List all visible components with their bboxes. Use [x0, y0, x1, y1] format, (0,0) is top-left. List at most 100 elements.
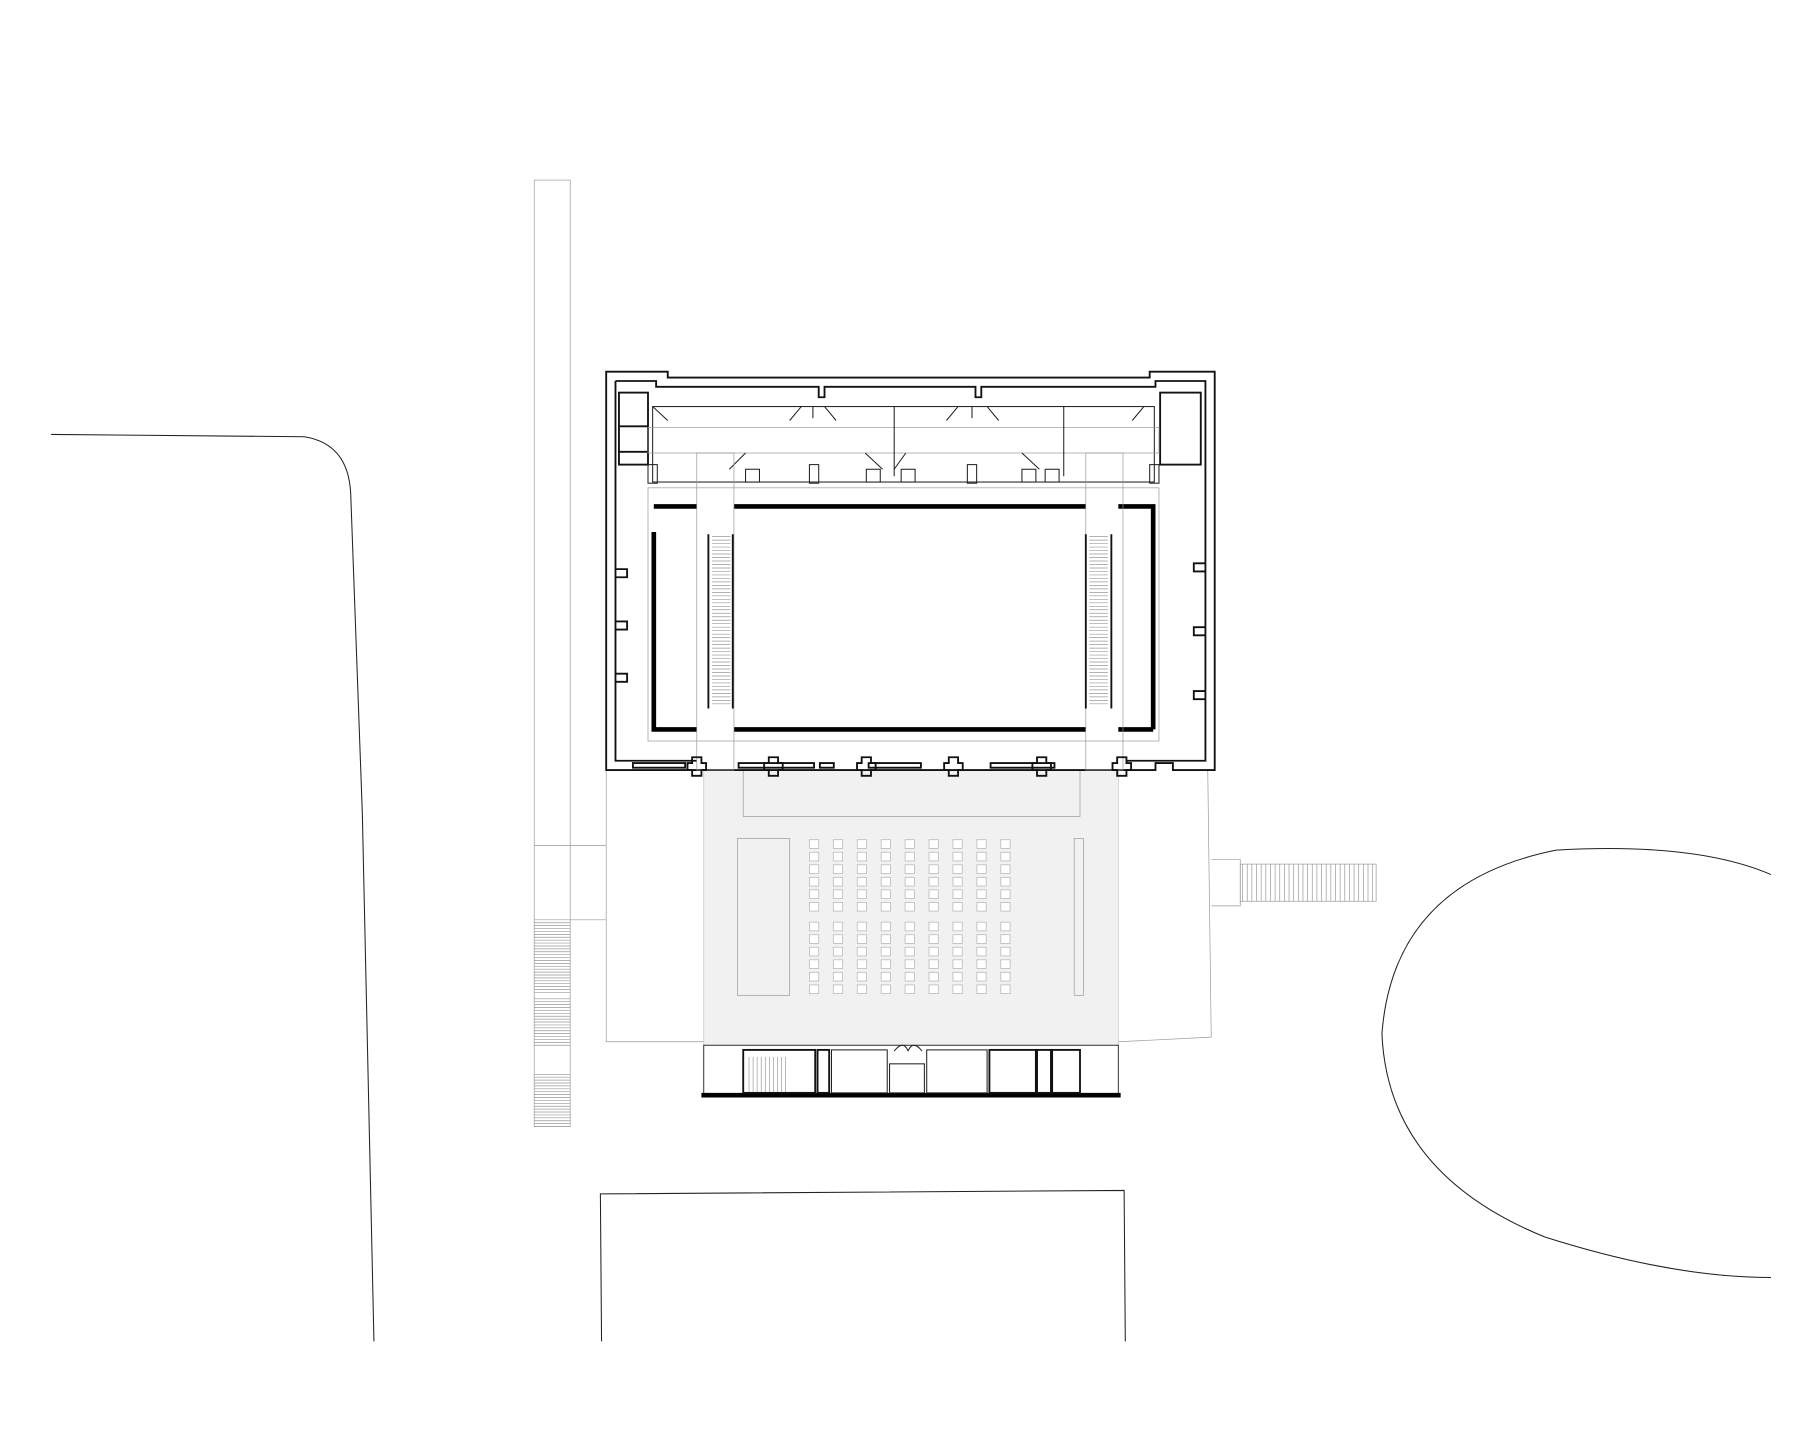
seat [832, 971, 844, 982]
seat [904, 934, 915, 944]
road-edge-left [51, 433, 375, 1342]
seat [1000, 864, 1011, 874]
seat [952, 934, 963, 944]
seat [832, 851, 844, 862]
seat [928, 876, 939, 887]
main-building [605, 370, 1216, 777]
seat [1000, 876, 1011, 887]
seat [1000, 971, 1011, 982]
seat [832, 889, 844, 899]
seat [832, 921, 844, 932]
seat [880, 876, 891, 887]
lower-hall [605, 769, 1212, 1046]
seat [856, 984, 867, 994]
seat [928, 984, 939, 994]
seat [952, 889, 963, 899]
seat [809, 876, 820, 887]
entrance-door-icon [893, 1044, 923, 1052]
seat [976, 864, 987, 874]
seat [856, 921, 867, 932]
seat [928, 864, 939, 874]
seat [904, 971, 915, 982]
seat [1000, 921, 1011, 932]
seat [880, 921, 891, 932]
seat [976, 851, 987, 862]
seat [809, 851, 820, 862]
seat [809, 889, 820, 899]
seat [1000, 959, 1011, 969]
seat [952, 921, 963, 932]
seat [880, 971, 891, 982]
seat [809, 971, 820, 982]
seat [809, 902, 820, 912]
seat [832, 839, 844, 849]
seat [976, 839, 987, 849]
seat [904, 946, 915, 957]
seat [856, 839, 867, 849]
seat [809, 921, 820, 932]
seat [880, 934, 891, 944]
seat [856, 902, 867, 912]
seat [832, 959, 844, 969]
seat [928, 839, 939, 849]
seat [880, 839, 891, 849]
seat [1000, 889, 1011, 899]
seat [952, 902, 963, 912]
seat [976, 971, 987, 982]
seat [952, 946, 963, 957]
seat [952, 959, 963, 969]
seat [809, 959, 820, 969]
seat [952, 851, 963, 862]
seat [880, 984, 891, 994]
seat [832, 876, 844, 887]
seat [904, 864, 915, 874]
seat [1000, 851, 1011, 862]
seat [809, 839, 820, 849]
seat [904, 902, 915, 912]
east-stair [1211, 859, 1377, 907]
seat [880, 889, 891, 899]
seat [976, 946, 987, 957]
seat [1000, 946, 1011, 957]
seat [856, 959, 867, 969]
seat [809, 984, 820, 994]
adjacent-building [599, 1189, 1126, 1342]
seat [928, 959, 939, 969]
seat [904, 959, 915, 969]
ramp-strip [533, 179, 607, 1127]
seat [928, 902, 939, 912]
seat [1000, 984, 1011, 994]
seat [904, 921, 915, 932]
seat [976, 921, 987, 932]
seat [880, 902, 891, 912]
service-block [701, 1044, 1121, 1098]
seat [928, 851, 939, 862]
seat [832, 946, 844, 957]
seating-grid [809, 839, 1011, 994]
seat [880, 946, 891, 957]
seat [1000, 839, 1011, 849]
seat [928, 934, 939, 944]
seat [976, 902, 987, 912]
seat [832, 864, 844, 874]
seat [952, 971, 963, 982]
seat [904, 876, 915, 887]
escalator-right [1084, 534, 1113, 709]
seat [880, 959, 891, 969]
seat [880, 864, 891, 874]
seat [1000, 902, 1011, 912]
seat [976, 876, 987, 887]
seat [976, 934, 987, 944]
oval-pond-edge [1381, 848, 1772, 1279]
seat [904, 851, 915, 862]
seat [809, 946, 820, 957]
seat [976, 889, 987, 899]
seat [904, 839, 915, 849]
seat [928, 946, 939, 957]
seat [832, 984, 844, 994]
seat [928, 889, 939, 899]
seat [928, 971, 939, 982]
seat [832, 902, 844, 912]
stair-hatch [534, 919, 571, 1127]
